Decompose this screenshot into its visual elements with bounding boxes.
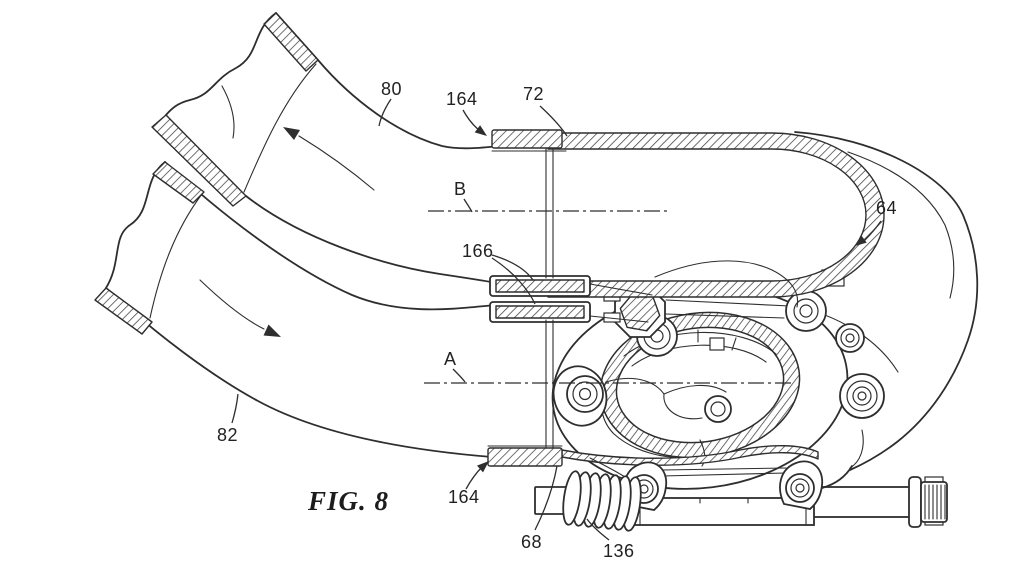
leader-164-top (462, 109, 487, 136)
figure-caption: FIG. 8 (308, 486, 390, 516)
lower-intake-pipe (94, 161, 497, 458)
ref-label-164-top: 164 (446, 89, 478, 109)
leader-b (463, 198, 473, 213)
leader-166-lower (491, 257, 536, 305)
leader-136 (586, 518, 610, 541)
bellows-spring (562, 470, 642, 532)
flow-arrow-upper (283, 127, 375, 191)
ref-label-64: 64 (876, 198, 898, 218)
pipe-clamp-bottom (487, 445, 563, 467)
ref-label-164-bottom: 164 (448, 487, 480, 507)
ref-label-b-axis: B (454, 179, 467, 199)
upper-intake-duct (547, 132, 885, 308)
ref-label-72: 72 (523, 84, 545, 104)
pipe-clamp-top (491, 129, 567, 152)
ref-label-68: 68 (521, 532, 543, 552)
ref-label-82: 82 (217, 425, 239, 445)
upper-intake-pipe (151, 12, 501, 284)
leader-lines (231, 98, 882, 541)
lower-duct-bottom-wall (561, 283, 819, 466)
mounting-bolt (812, 476, 948, 528)
flow-arrow-lower (199, 279, 281, 337)
mounting-rail (589, 429, 864, 526)
leader-64 (855, 220, 882, 246)
leader-a (452, 368, 466, 383)
ref-label-80: 80 (381, 79, 403, 99)
leader-166-upper (491, 254, 534, 281)
leader-164-bottom (465, 461, 489, 490)
cover-bolts (552, 315, 885, 427)
ref-label-136: 136 (603, 541, 635, 561)
leader-80 (378, 98, 392, 127)
flange-plate (545, 147, 554, 449)
ref-label-a-axis: A (444, 349, 457, 369)
leader-82 (231, 393, 239, 424)
mounting-foot-right (779, 460, 824, 510)
ref-label-166: 166 (462, 241, 494, 261)
leader-72 (539, 105, 568, 137)
duct-seal-joints (489, 275, 591, 323)
leader-68 (534, 465, 558, 531)
